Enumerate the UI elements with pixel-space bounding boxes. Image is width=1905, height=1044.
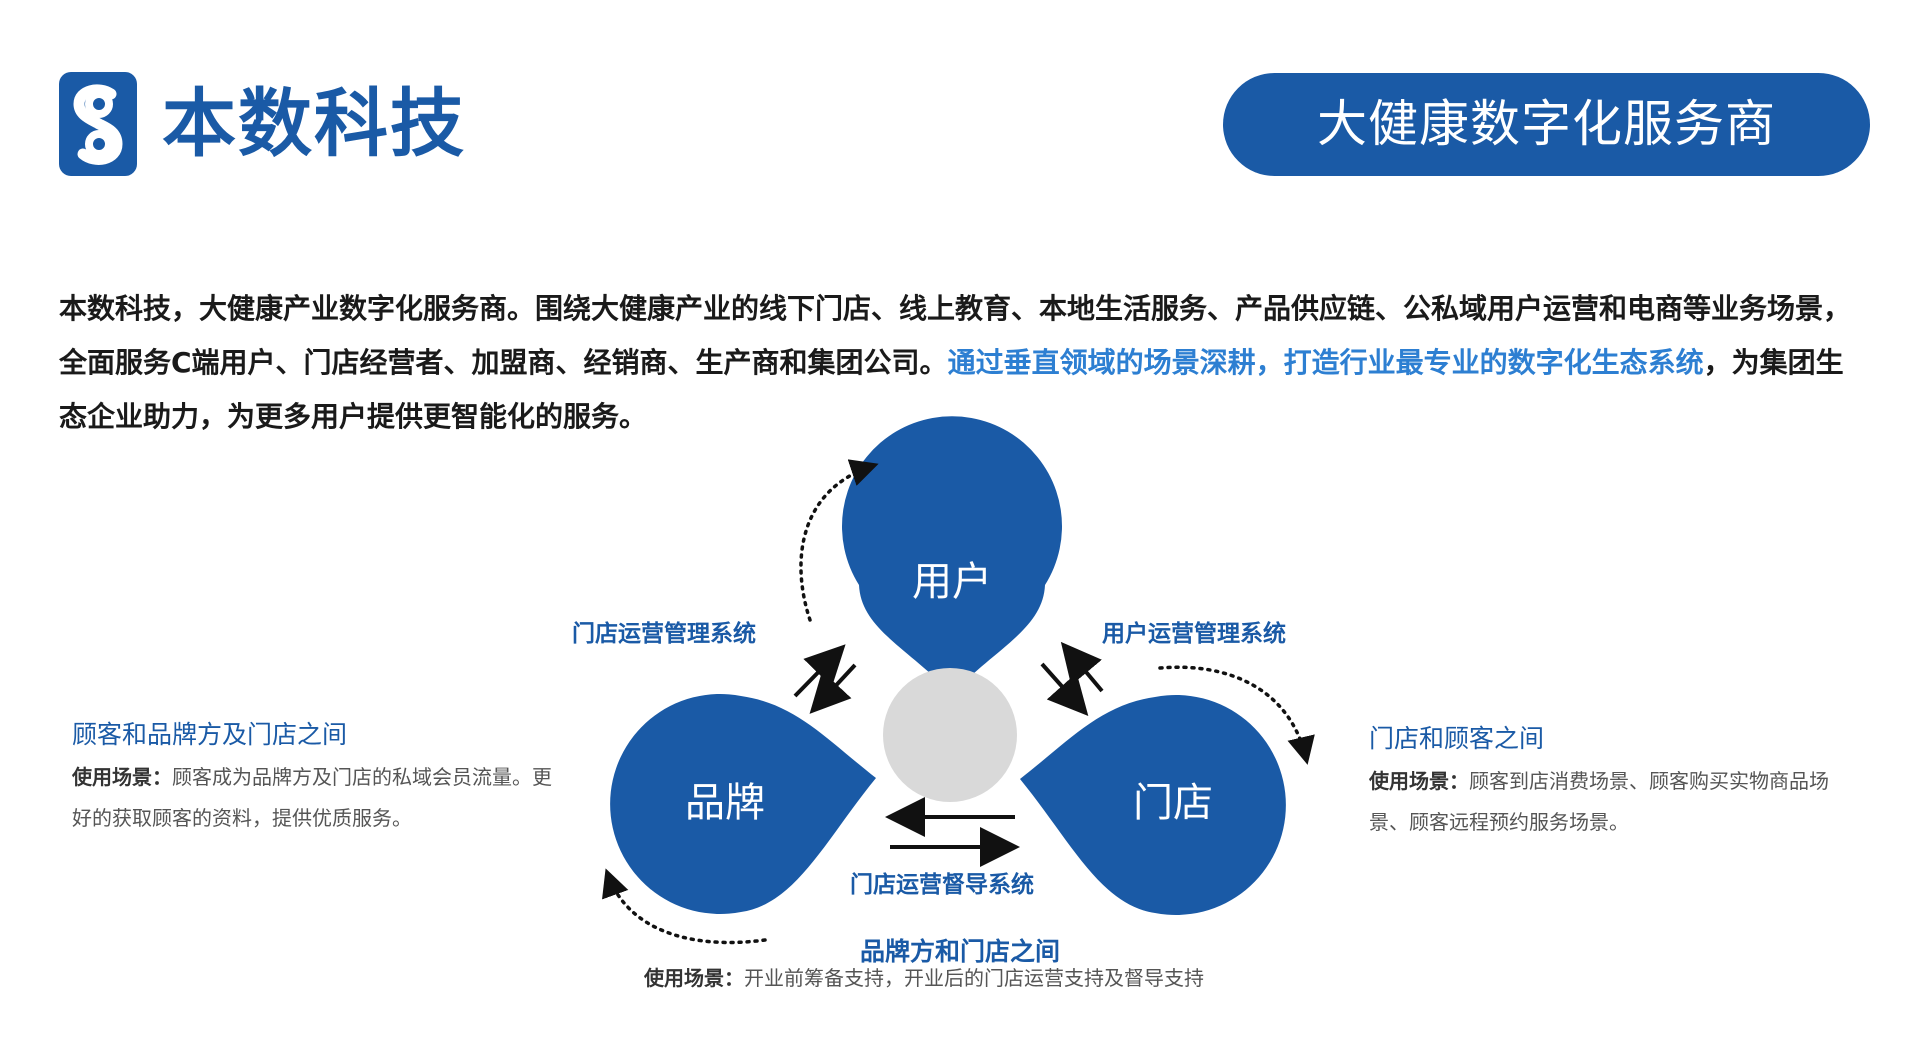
node-label-brand: 品牌 bbox=[685, 780, 765, 826]
center-hub bbox=[883, 668, 1017, 802]
node-label-store: 门店 bbox=[1133, 780, 1213, 826]
node-label-user: 用户 bbox=[912, 559, 992, 605]
scenario-bottom-text: 开业前筹备支持，开业后的门店运营支持及督导支持 bbox=[744, 966, 1204, 990]
dotted-arc-right bbox=[1158, 665, 1315, 765]
system-label-supervision: 门店运营督导系统 bbox=[850, 872, 1034, 898]
scenario-bottom-title: 品牌方和门店之间 bbox=[860, 937, 1061, 966]
user-node-shape bbox=[841, 416, 1062, 695]
scenario-right-title: 门店和顾客之间 bbox=[1369, 724, 1545, 753]
logo-s-icon bbox=[59, 72, 137, 176]
scenario-right-text: 顾客到店消费场景、顾客购买实物商品场景、顾客远程预约服务场景。 bbox=[1369, 769, 1829, 834]
scenario-bottom-key: 使用场景： bbox=[644, 966, 744, 990]
scenario-bottom-desc: 使用场景：开业前筹备支持，开业后的门店运营支持及督导支持 bbox=[644, 958, 1344, 999]
company-logo: 本数科技 bbox=[59, 72, 479, 182]
arrow-brand-to-user bbox=[793, 644, 846, 698]
intro-paragraph: 本数科技，大健康产业数字化服务商。围绕大健康产业的线下门店、线上教育、本地生活服… bbox=[59, 282, 1869, 444]
scenario-right-key: 使用场景： bbox=[1369, 769, 1469, 793]
arrow-user-to-store bbox=[1040, 662, 1089, 716]
logo-text: 本数科技 bbox=[162, 81, 466, 167]
intro-highlight: 通过垂直领域的场景深耕，打造行业最专业的数字化生态系统 bbox=[947, 346, 1704, 379]
intro-text-2: ，为集团生态企业助力，为更多用户提供更智能化的服务。 bbox=[59, 346, 1844, 433]
dotted-arc-bottom-left bbox=[602, 868, 767, 945]
scenario-left-desc: 使用场景：顾客成为品牌方及门店的私域会员流量。更好的获取顾客的资料，提供优质服务… bbox=[72, 757, 552, 839]
arrow-store-to-user bbox=[1060, 641, 1104, 693]
tagline-badge: 大健康数字化服务商 bbox=[1223, 73, 1870, 176]
scenario-left-title: 顾客和品牌方及门店之间 bbox=[72, 720, 348, 749]
scenario-right-desc: 使用场景：顾客到店消费场景、顾客购买实物商品场景、顾客远程预约服务场景。 bbox=[1369, 761, 1859, 843]
arrow-user-to-brand bbox=[809, 663, 857, 714]
scenario-left-key: 使用场景： bbox=[72, 765, 172, 789]
intro-text-1: 本数科技，大健康产业数字化服务商。围绕大健康产业的线下门店、线上教育、本地生活服… bbox=[59, 292, 1852, 379]
scenario-left-text: 顾客成为品牌方及门店的私域会员流量。更好的获取顾客的资料，提供优质服务。 bbox=[72, 765, 552, 830]
system-label-user-ops: 用户运营管理系统 bbox=[1102, 621, 1286, 647]
system-label-store-ops: 门店运营管理系统 bbox=[572, 621, 756, 647]
